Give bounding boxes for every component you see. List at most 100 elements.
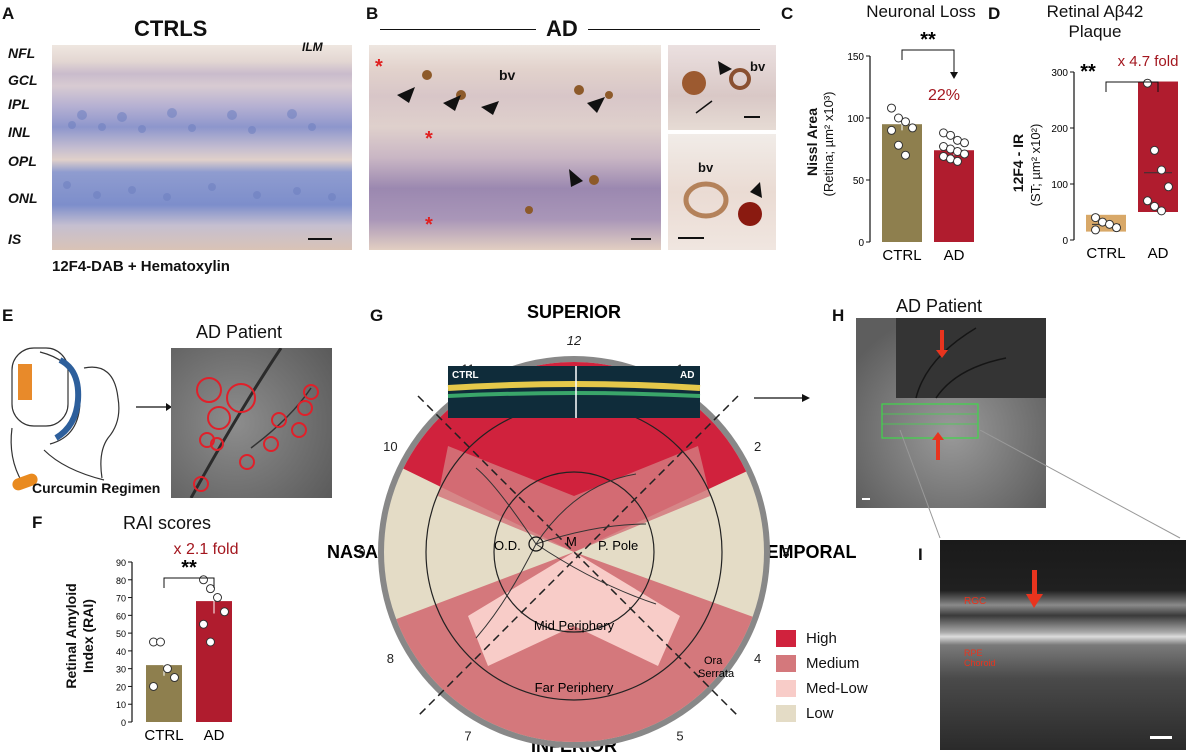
legend-label: Med-Low bbox=[806, 680, 868, 697]
panel-h-title: AD Patient bbox=[896, 296, 983, 316]
panel-b-title: AD bbox=[536, 16, 588, 42]
chart-d-ylabel2: (ST; µm² x10²) bbox=[1028, 123, 1043, 207]
category-label: AD bbox=[1148, 245, 1169, 262]
panel-label-i: I bbox=[918, 545, 923, 564]
layer-gcl: GCL bbox=[8, 72, 38, 88]
legend-swatch bbox=[776, 705, 796, 722]
layer-onl: ONL bbox=[8, 190, 38, 206]
data-point bbox=[960, 149, 969, 159]
panel-label-e: E bbox=[2, 306, 14, 325]
patient-imaging-illustration bbox=[10, 347, 120, 483]
arrow-g-to-h-icon bbox=[754, 394, 810, 402]
y-tick-label: 70 bbox=[116, 594, 126, 604]
y-tick-label: 50 bbox=[116, 629, 126, 639]
data-point bbox=[901, 117, 910, 127]
y-tick-label: 40 bbox=[116, 647, 126, 657]
y-tick-label: 0 bbox=[121, 718, 126, 728]
legend-item: Low bbox=[776, 705, 834, 722]
data-point bbox=[199, 575, 208, 585]
panel-e-title: AD Patient bbox=[196, 322, 283, 342]
chart-f-ylabel: Retinal Amyloid bbox=[63, 583, 79, 689]
data-point bbox=[1143, 78, 1152, 88]
ad-retina-texture: *** bv bbox=[375, 56, 651, 240]
data-point bbox=[1143, 196, 1152, 206]
curcumin-capsule-icon bbox=[12, 473, 38, 491]
data-point bbox=[887, 125, 896, 135]
panel-label-c: C bbox=[781, 4, 794, 23]
data-point bbox=[1157, 206, 1166, 216]
significance-stars: ** bbox=[1080, 61, 1096, 83]
ad-retina-micrograph: *** bv bbox=[369, 45, 661, 250]
chart-d-ylabel: 12F4 - IR bbox=[1010, 133, 1026, 193]
legend-item: Med-Low bbox=[776, 680, 868, 697]
data-point bbox=[1150, 145, 1159, 155]
layer-inl: INL bbox=[8, 124, 31, 140]
y-tick-label: 100 bbox=[847, 114, 864, 125]
bv-label-b: bv bbox=[499, 67, 516, 83]
layer-nfl: NFL bbox=[8, 45, 36, 61]
serrata-label: Serrata bbox=[698, 668, 735, 680]
y-tick-label: 60 bbox=[116, 611, 126, 621]
panel-label-b: B bbox=[366, 4, 379, 23]
panel-label-g: G bbox=[370, 306, 384, 325]
fundus-overview-image bbox=[856, 318, 1046, 508]
temporal-label: TEMPORAL bbox=[756, 542, 857, 562]
ad-inset-top: bv bbox=[668, 45, 776, 130]
data-point bbox=[1105, 219, 1114, 229]
posterior-pole-boundary bbox=[493, 471, 655, 633]
clock-number: 10 bbox=[383, 439, 397, 454]
curcumin-regimen-label: Curcumin Regimen bbox=[32, 480, 161, 496]
data-point bbox=[220, 607, 229, 617]
choroid-label: Choroid bbox=[964, 658, 996, 668]
legend-item: High bbox=[776, 630, 837, 647]
clock-number: 9 bbox=[358, 545, 365, 560]
fundus-zoom-inset bbox=[896, 318, 1046, 398]
clock-number: 3 bbox=[782, 545, 789, 560]
data-point bbox=[901, 150, 910, 160]
panel-label-f: F bbox=[32, 513, 43, 532]
arrow-e-icon bbox=[136, 403, 172, 411]
data-point bbox=[170, 673, 179, 683]
data-point bbox=[163, 664, 172, 674]
oct-ctrl-label: CTRL bbox=[452, 370, 479, 381]
ad-patient-fundus-image bbox=[171, 348, 332, 498]
data-point bbox=[199, 619, 208, 629]
panel-label-h: H bbox=[832, 306, 845, 325]
oct-scan-region-box bbox=[881, 403, 979, 439]
inferior-medium-zone bbox=[384, 552, 764, 742]
bar-ad bbox=[196, 601, 232, 722]
optic-disc bbox=[528, 536, 544, 552]
y-tick-label: 80 bbox=[116, 576, 126, 586]
legend-label: Medium bbox=[806, 655, 860, 672]
ad-inset-bottom: bv bbox=[668, 134, 776, 250]
y-tick-label: 200 bbox=[1051, 124, 1068, 135]
legend-swatch bbox=[776, 680, 796, 697]
rpe-label: RPE bbox=[964, 648, 983, 658]
y-tick-label: 150 bbox=[847, 52, 864, 63]
data-point bbox=[908, 123, 917, 133]
data-point bbox=[213, 593, 222, 603]
macula-label: M bbox=[566, 534, 577, 549]
significance-arrow bbox=[950, 72, 958, 79]
significance-stars: ** bbox=[181, 557, 197, 579]
y-tick-label: 90 bbox=[116, 558, 126, 568]
chart-f-ylabel2: Index (RAI) bbox=[80, 599, 96, 673]
panel-label-a: A bbox=[2, 4, 15, 23]
category-label: CTRL bbox=[1086, 245, 1125, 262]
y-tick-label: 20 bbox=[116, 682, 126, 692]
rgc-label: RGC bbox=[964, 596, 986, 607]
legend-label: Low bbox=[806, 705, 834, 722]
layer-ipl: IPL bbox=[8, 96, 30, 112]
data-point bbox=[953, 156, 962, 166]
bv-label-inset-1: bv bbox=[750, 59, 766, 74]
layer-is: IS bbox=[8, 231, 22, 247]
y-tick-label: 30 bbox=[116, 665, 126, 675]
od-label: O.D. bbox=[494, 538, 521, 553]
asterisk-3: * bbox=[425, 214, 433, 236]
data-point bbox=[894, 140, 903, 150]
y-tick-label: 50 bbox=[853, 176, 865, 187]
legend-item: Medium bbox=[776, 655, 859, 672]
data-point bbox=[156, 637, 165, 647]
oct-ad-label: AD bbox=[680, 370, 694, 381]
